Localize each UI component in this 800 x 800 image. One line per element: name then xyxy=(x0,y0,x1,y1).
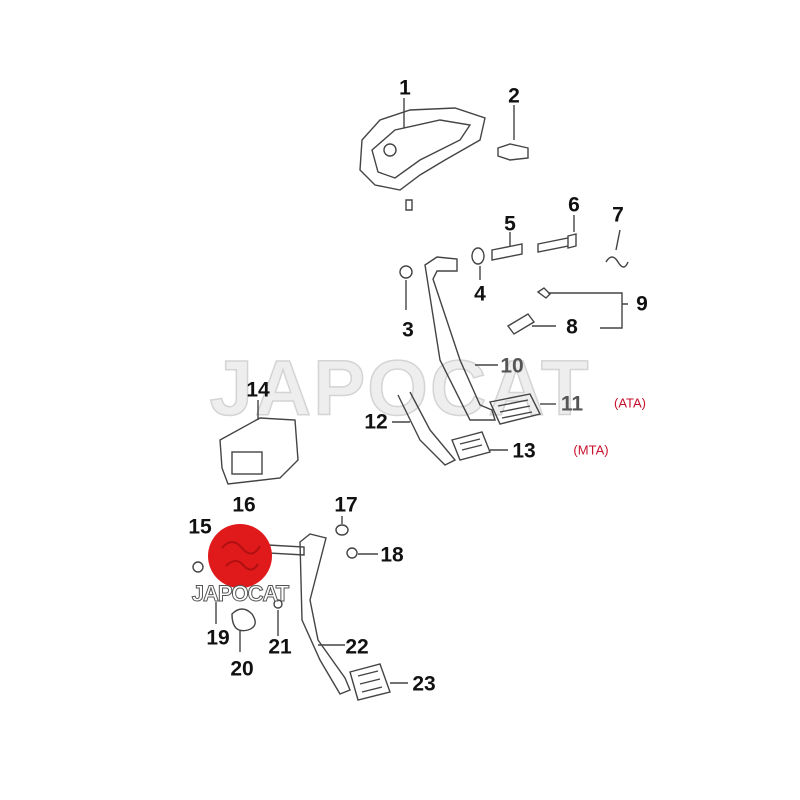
part-23-pedal-pad xyxy=(349,663,408,701)
logo-text: JAPOCAT xyxy=(191,581,289,607)
callout-3: 3 xyxy=(402,318,414,342)
callout-16: 16 xyxy=(232,493,256,517)
callout-8: 8 xyxy=(566,315,578,339)
part-2-switch xyxy=(497,143,529,161)
note-mta: (MTA) xyxy=(573,442,609,458)
callout-15: 15 xyxy=(188,515,212,539)
part-4-bushing xyxy=(471,247,485,265)
callout-21: 21 xyxy=(268,635,292,659)
callout-9: 9 xyxy=(636,292,648,316)
part-1-bolt xyxy=(405,199,413,211)
callout-17: 17 xyxy=(334,493,358,517)
callout-4: 4 xyxy=(474,282,486,306)
part-21-nut xyxy=(273,599,283,609)
part-6-bolt xyxy=(537,233,577,253)
callout-14: 14 xyxy=(246,378,270,402)
note-ata: (ATA) xyxy=(613,395,647,411)
callout-11: 11 xyxy=(560,392,584,416)
callout-18: 18 xyxy=(380,543,404,567)
part-15-nut xyxy=(192,561,204,573)
callout-7: 7 xyxy=(612,203,624,227)
part-22-clutch-pedal-arm xyxy=(299,533,351,695)
part-12-13-pedal-mta xyxy=(392,391,508,466)
part-7-spring xyxy=(605,229,629,268)
part-10-brake-pedal-arm xyxy=(424,256,498,421)
callout-6: 6 xyxy=(568,193,580,217)
callout-10: 10 xyxy=(500,354,524,378)
part-3-bushing xyxy=(399,265,413,279)
part-11-pedal-pad-ata xyxy=(488,393,556,425)
callout-1: 1 xyxy=(399,76,411,100)
part-14-bracket xyxy=(219,400,299,485)
callout-5: 5 xyxy=(504,212,516,236)
part-9-leader xyxy=(548,292,628,329)
callout-23: 23 xyxy=(412,672,436,696)
part-20-bracket xyxy=(231,608,256,632)
logo-circle xyxy=(208,524,272,588)
callout-13: 13 xyxy=(512,439,536,463)
part-18-stopper xyxy=(346,547,358,559)
part-8-sleeve xyxy=(506,313,536,335)
part-5-pin xyxy=(491,243,523,261)
callout-12: 12 xyxy=(364,410,388,434)
part-17-bushing xyxy=(335,524,349,536)
part-1-bracket xyxy=(359,98,486,191)
callout-2: 2 xyxy=(508,84,520,108)
callout-20: 20 xyxy=(230,657,254,681)
callout-19: 19 xyxy=(206,626,230,650)
callout-22: 22 xyxy=(345,635,369,659)
